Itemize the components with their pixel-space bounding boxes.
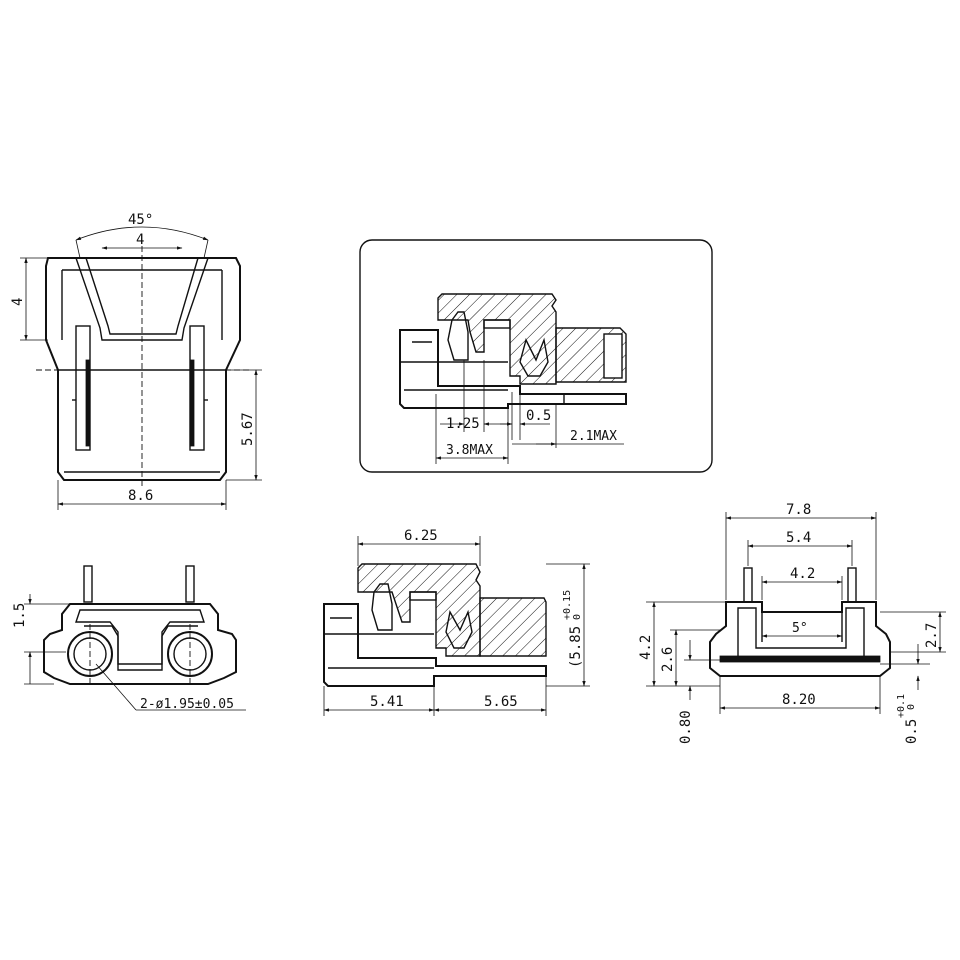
- dim-right-height: 5.67: [240, 412, 256, 446]
- dim-0-5: 0.5: [526, 408, 551, 424]
- hole-note: 2-ø1.95±0.05: [140, 697, 234, 712]
- dim-h-0-80: 0.80: [678, 710, 694, 744]
- angle-5: 5°: [792, 621, 808, 636]
- dim-5-4: 5.4: [786, 530, 811, 546]
- dim-h-2-6: 2.6: [660, 647, 676, 672]
- front-view: 45° 4 4 5.67 8.6: [10, 212, 262, 510]
- dim-2-1-max: 2.1MAX: [570, 429, 617, 444]
- dim-h-2-7: 2.7: [924, 623, 940, 648]
- dim-1-25: 1.25: [446, 416, 480, 432]
- dim-h-0-5: 0.5: [904, 719, 920, 744]
- dim-side-right: (5.85: [568, 626, 584, 668]
- bottom-left-view: 1.5 2-ø1.95±0.05: [12, 565, 246, 712]
- dim-8-20: 8.20: [782, 692, 816, 708]
- dim-4-2: 4.2: [790, 566, 815, 582]
- dim-bottom-width: 8.6: [128, 488, 153, 504]
- dim-height-1-5: 1.5: [12, 603, 28, 628]
- dim-7-8: 7.8: [786, 502, 811, 518]
- end-view: 7.8 5.4 4.2 5° 4.2 2.6 0.80 2.7 0.5: [638, 502, 946, 744]
- detail-view: 1.25 0.5 3.8MAX 2.1MAX: [359, 239, 713, 473]
- dim-side-bottom-left: 5.41: [370, 694, 404, 710]
- dim-top-width: 4: [136, 232, 144, 248]
- dim-h-0-5-zero: 0: [906, 704, 917, 710]
- angle-45: 45°: [128, 212, 153, 228]
- dim-h-0-5-plus: +0.1: [896, 694, 907, 718]
- dim-side-right-plus: +0.15: [562, 590, 573, 620]
- dim-left-height: 4: [10, 298, 26, 306]
- dim-3-8-max: 3.8MAX: [446, 443, 493, 458]
- dim-h-4-2: 4.2: [638, 635, 654, 660]
- dim-side-bottom-right: 5.65: [484, 694, 518, 710]
- side-view: 6.25 (5.85 +0.15 0 5.41 5.65: [323, 528, 590, 716]
- dim-side-right-zero: 0: [572, 614, 583, 620]
- dim-side-top: 6.25: [404, 528, 438, 544]
